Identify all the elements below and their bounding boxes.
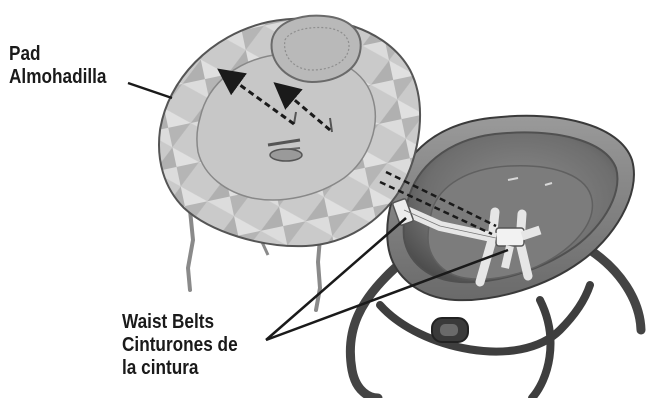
pad-strap-left — [188, 210, 193, 290]
waist-belt-right — [522, 230, 540, 236]
belt-buckle — [496, 228, 524, 246]
waist-belts-label-en: Waist Belts — [122, 311, 238, 334]
seat-pad — [159, 16, 420, 310]
waist-belts-label-es-1: Cinturones de — [122, 334, 238, 357]
crotch-slot — [270, 149, 302, 161]
pad-label-es: Almohadilla — [9, 66, 106, 89]
pad-strap-right — [316, 238, 320, 310]
waist-belts-callout: Waist Belts Cinturones de la cintura — [122, 311, 238, 380]
vibration-button — [440, 324, 458, 336]
frame-leg-right — [590, 250, 641, 330]
frame-leg-left — [350, 268, 395, 398]
pad-callout: Pad Almohadilla — [9, 43, 106, 89]
leader-pad — [128, 83, 172, 98]
pad-label-en: Pad — [9, 43, 106, 66]
head-pillow — [272, 16, 361, 82]
waist-belts-label-es-2: la cintura — [122, 357, 238, 380]
